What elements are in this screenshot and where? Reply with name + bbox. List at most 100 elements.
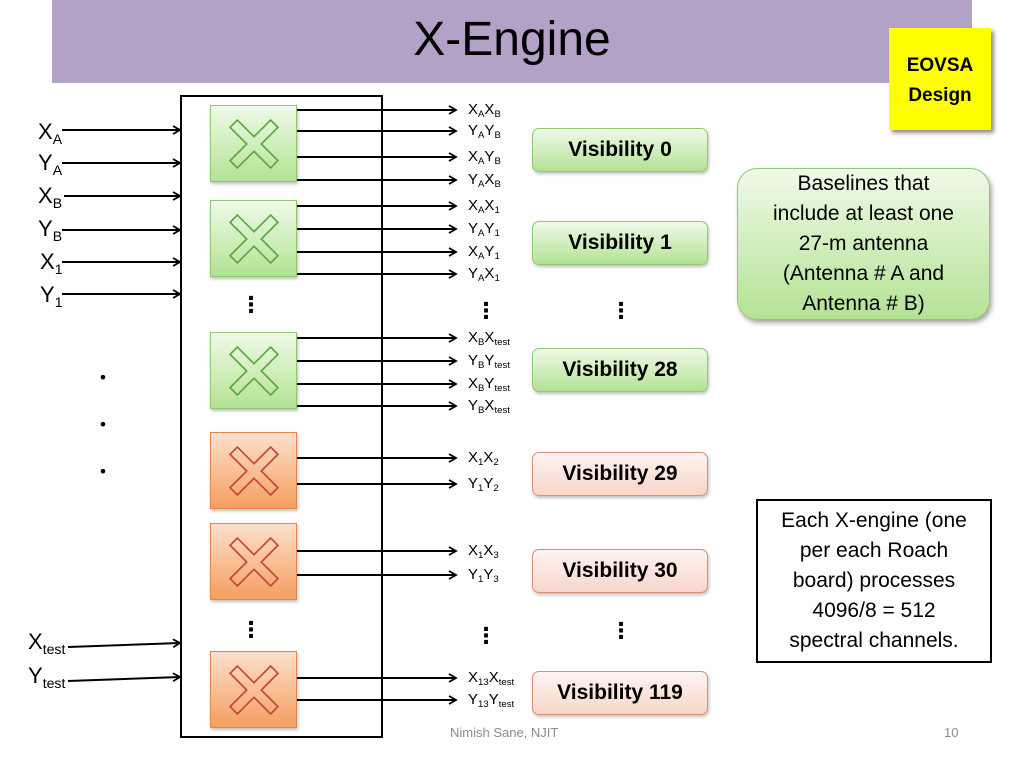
x-engine-block [210, 432, 297, 509]
vertical-ellipsis: ⋮ [610, 299, 632, 324]
cross-product-label: YAX1 [468, 264, 500, 286]
cross-product-label: XAYB [468, 147, 501, 169]
signal-subscript: 1 [494, 273, 500, 285]
x-engine-block [210, 105, 297, 182]
signal-name: Y [468, 220, 479, 237]
signal-name: X [484, 329, 495, 346]
signal-subscript: A [478, 156, 485, 168]
x-engine-container [180, 95, 383, 738]
note-line: Each X-engine (one [781, 509, 967, 532]
cross-multiply-shape [228, 664, 279, 715]
eovsa-design-badge: EOVSA Design [889, 28, 991, 130]
signal-subscript: A [478, 205, 485, 217]
signal-name: X [468, 148, 479, 165]
signal-name: X [468, 669, 479, 686]
visibility-label: Visibility 29 [562, 462, 678, 485]
note-line: spectral channels. [789, 629, 959, 652]
badge-line: EOVSA [906, 55, 974, 76]
cross-product-label: YBXtest [468, 396, 510, 418]
signal-subscript: test [494, 360, 510, 372]
signal-subscript: A [478, 251, 485, 263]
signal-name: X [38, 183, 53, 208]
signal-name: X [40, 249, 55, 274]
input-signal-label: Xtest [28, 629, 65, 657]
cross-product-label: Y13Ytest [468, 690, 514, 712]
note-line: board) processes [792, 569, 956, 592]
signal-subscript: 1 [494, 228, 500, 240]
note-line: 4096/8 = 512 [812, 599, 936, 622]
signal-name: Y [468, 171, 479, 188]
signal-name: Y [484, 220, 495, 237]
cross-product-label: X13Xtest [468, 668, 514, 690]
signal-subscript: A [478, 273, 485, 285]
visibility-label: Visibility 30 [562, 559, 678, 582]
x-engine-channels-note: Each X-engine (one per each Roach board)… [756, 499, 992, 663]
signal-subscript: 2 [493, 483, 499, 495]
signal-name: X [468, 101, 479, 118]
signal-name: X [468, 449, 479, 466]
slide-title: X-Engine [413, 13, 611, 66]
signal-subscript: 3 [493, 550, 499, 562]
cross-product-label: YAYB [468, 121, 501, 143]
signal-subscript: A [52, 161, 63, 178]
x-engine-block [210, 200, 297, 277]
signal-name: Y [468, 475, 479, 492]
signal-name: Y [484, 148, 495, 165]
signal-subscript: B [478, 405, 485, 417]
baselines-note: Baselines that include at least one 27-m… [737, 168, 990, 320]
cross-multiply-shape [228, 345, 279, 396]
signal-name: Y [28, 663, 43, 688]
signal-name: X [484, 397, 495, 414]
page-number: 10 [944, 725, 959, 740]
signal-name: X [28, 629, 43, 654]
title-bar: X-Engine [52, 0, 972, 83]
cross-product-label: XBYtest [468, 374, 510, 396]
signal-subscript: B [478, 337, 485, 349]
signal-subscript: A [478, 109, 485, 121]
cross-product-label: XAX1 [468, 196, 500, 218]
continuation-dot: • [98, 462, 108, 481]
badge-line: Design [908, 85, 972, 106]
signal-name: X [484, 171, 495, 188]
signal-name: Y [468, 691, 479, 708]
input-signal-label: XA [38, 119, 62, 147]
visibility-box: Visibility 0 [532, 128, 708, 172]
signal-subscript: 2 [493, 457, 499, 469]
cross-multiply-icon [228, 213, 279, 264]
vertical-ellipsis: ⋮ [610, 619, 632, 644]
signal-subscript: A [478, 179, 485, 191]
cross-product-label: XAXB [468, 100, 501, 122]
signal-name: Y [468, 265, 479, 282]
signal-name: Y [468, 122, 479, 139]
signal-subscript: B [52, 194, 63, 211]
visibility-box: Visibility 119 [532, 671, 708, 715]
cross-product-label: X1X2 [468, 448, 499, 470]
visibility-box: Visibility 1 [532, 221, 708, 265]
signal-name: Y [468, 566, 479, 583]
signal-subscript: B [478, 360, 485, 372]
cross-multiply-shape [228, 118, 279, 169]
signal-subscript: B [494, 156, 501, 168]
vertical-ellipsis: ⋮ [475, 624, 497, 649]
note-line: 27-m antenna [798, 232, 929, 255]
input-signal-label: YA [38, 150, 62, 178]
signal-subscript: test [494, 405, 510, 417]
note-line: Antenna # B) [802, 292, 925, 315]
cross-multiply-icon [228, 445, 279, 496]
cross-product-label: YAXB [468, 170, 501, 192]
visibility-box: Visibility 28 [532, 348, 708, 392]
signal-name: X [484, 101, 495, 118]
x-engine-block [210, 332, 297, 409]
signal-name: Y [488, 691, 499, 708]
input-arrow [67, 672, 182, 683]
cross-product-label: XAY1 [468, 242, 500, 264]
signal-subscript: 3 [493, 574, 499, 586]
signal-name: X [468, 197, 479, 214]
cross-product-label: Y1Y2 [468, 474, 499, 496]
note-line: Baselines that [797, 172, 930, 195]
signal-subscript: 13 [478, 677, 489, 689]
signal-name: X [484, 197, 495, 214]
vertical-ellipsis: ⋮ [240, 618, 262, 643]
note-line: (Antenna # A and [782, 262, 945, 285]
